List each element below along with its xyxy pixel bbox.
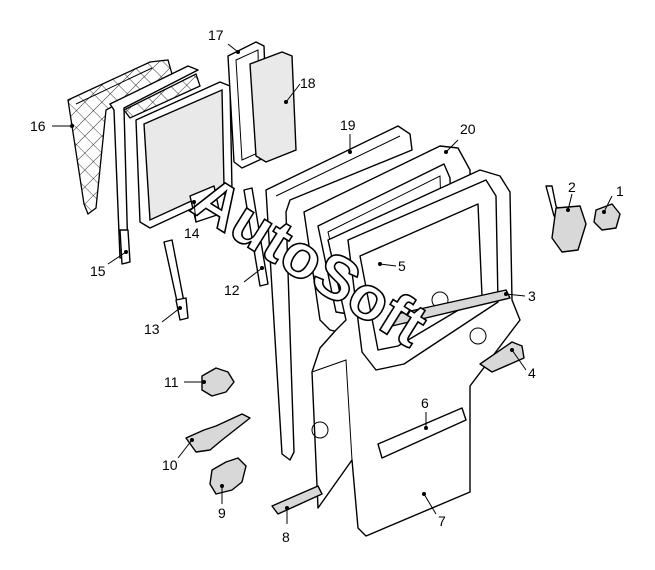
leader-lines (52, 43, 613, 524)
callout-12: 12 (224, 282, 240, 298)
callout-4: 4 (528, 365, 536, 381)
callout-2: 2 (568, 179, 576, 195)
part-13-run-channel (163, 239, 189, 321)
callout-5: 5 (398, 258, 406, 274)
callout-20: 20 (460, 121, 476, 137)
part-15-glass-channel (109, 65, 201, 265)
part-19-door-seal (265, 125, 413, 461)
part-18-quarter-glass (249, 51, 297, 163)
part-11-hinge (201, 367, 235, 397)
part-16-mesh-screen (67, 59, 173, 216)
callout-7: 7 (438, 513, 446, 529)
callout-14: 14 (184, 225, 200, 241)
callout-18: 18 (300, 75, 316, 91)
part-7-door-shell (311, 169, 521, 537)
part-9-lower-hinge (209, 457, 247, 495)
callout-3: 3 (528, 288, 536, 304)
part-1-striker (593, 203, 621, 231)
part-3-belt-strip (387, 289, 511, 327)
part-12-division-bar (243, 187, 269, 287)
part-8-sill-strip (271, 485, 323, 515)
callout-1: 1 (616, 183, 624, 199)
callout-13: 13 (144, 321, 160, 337)
callout-9: 9 (218, 505, 226, 521)
callout-16: 16 (30, 118, 46, 134)
callout-15: 15 (90, 263, 106, 279)
callout-6: 6 (421, 395, 429, 411)
part-14-door-glass (135, 81, 233, 229)
callout-19: 19 (340, 117, 356, 133)
part-6-trim-strip (377, 407, 467, 459)
callout-17: 17 (208, 27, 224, 43)
part-2-lock (545, 185, 587, 253)
part-10-check-strap (185, 413, 251, 453)
callout-11: 11 (164, 374, 179, 390)
callout-10: 10 (162, 457, 178, 473)
callout-8: 8 (282, 529, 290, 545)
callout-labels: 1 2 3 4 5 6 7 8 9 10 11 12 13 14 15 16 1… (30, 27, 624, 545)
